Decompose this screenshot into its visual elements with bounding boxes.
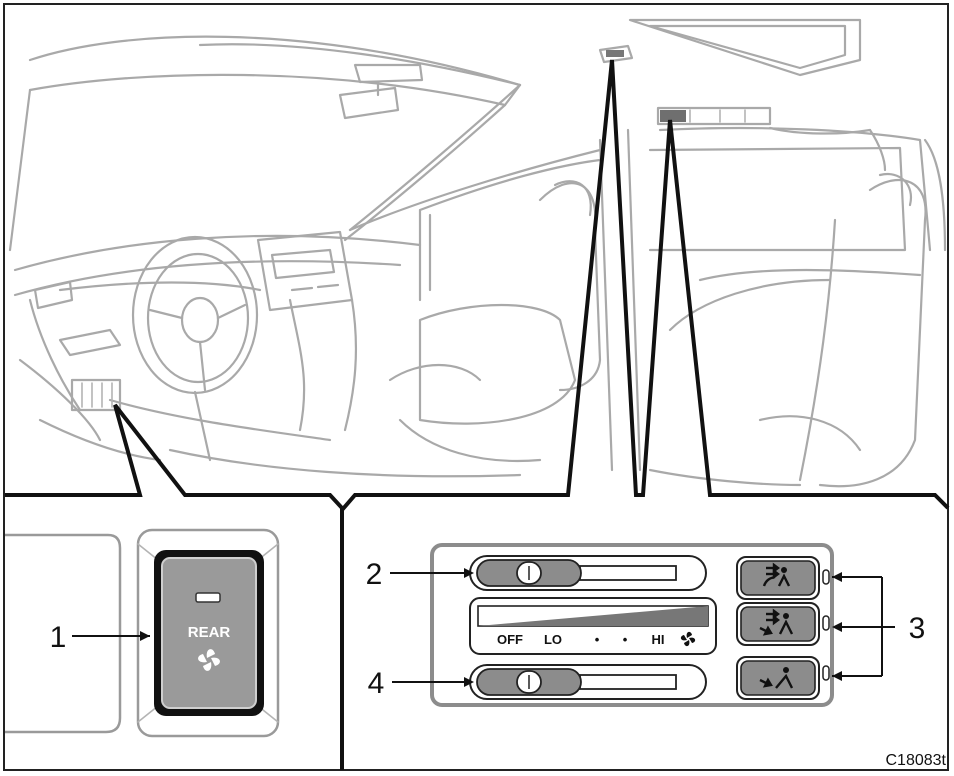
fan-icon (680, 631, 696, 647)
figure-code: C18083t (886, 752, 947, 769)
callout-lines (5, 59, 950, 770)
bottom-slider (469, 664, 707, 700)
mode-indicator-lamps (822, 569, 830, 681)
fan-icon (198, 649, 220, 671)
top-slider (469, 555, 707, 591)
fan-lo-label: LO (544, 632, 562, 647)
switch-label: REAR (188, 624, 231, 641)
fan-dot-1: • (595, 632, 600, 647)
face-vent-icon (762, 562, 791, 587)
fan-speed-wedge (478, 606, 708, 626)
rear-switch-panel: REAR 1 (5, 528, 280, 738)
callout-4-label: 4 (368, 667, 385, 700)
fan-speed-scale: OFF LO • • HI (469, 597, 717, 655)
fan-hi-label: HI (652, 632, 665, 647)
bilevel-vent-icon (759, 608, 794, 636)
indicator-light (195, 592, 221, 603)
feet-vent-icon (759, 667, 794, 689)
mode-button-face[interactable] (736, 556, 820, 600)
rear-control-unit: OFF LO • • HI (366, 543, 926, 707)
fan-dot-2: • (623, 632, 628, 647)
fan-off-label: OFF (497, 632, 523, 647)
callout-3-label: 3 (909, 612, 926, 645)
callout-1-label: 1 (50, 621, 67, 654)
mode-button-bilevel[interactable] (736, 602, 820, 646)
mode-button-feet[interactable] (736, 656, 820, 700)
car-interior-illustration (8, 18, 947, 488)
callout-2-label: 2 (366, 558, 383, 591)
